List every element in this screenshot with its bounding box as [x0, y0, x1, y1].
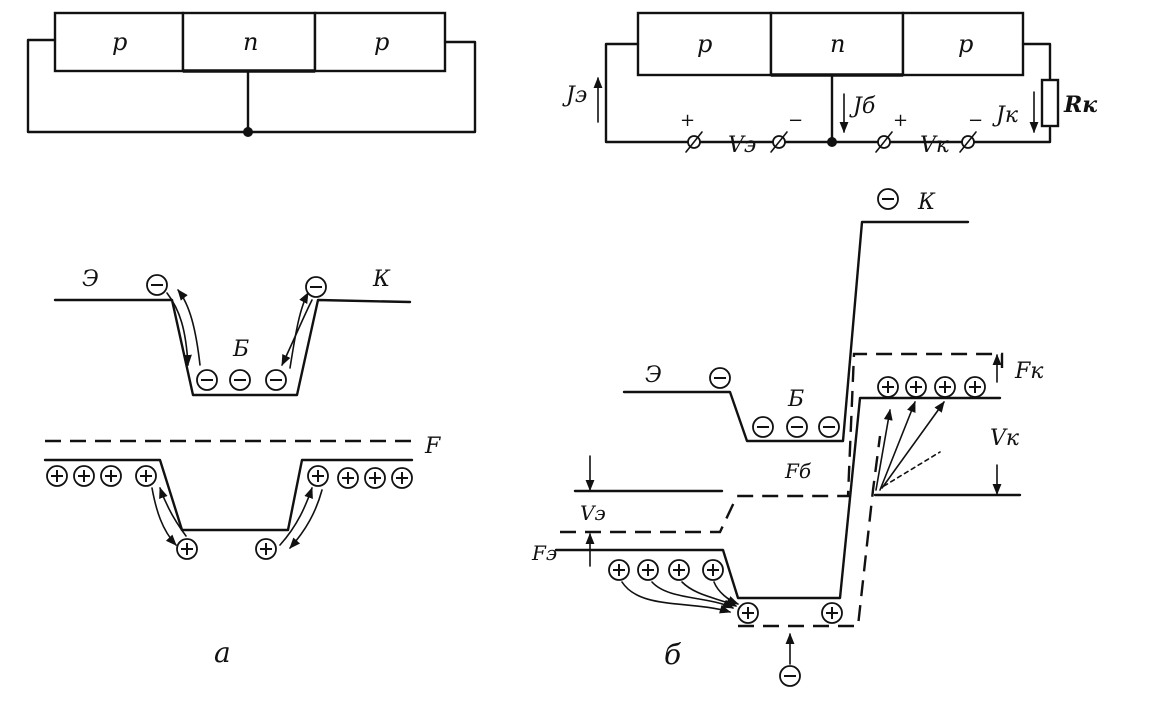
fermi-base-label: Fб [784, 459, 812, 483]
terminal-icon [770, 131, 788, 153]
fig-b-structure: p n p + − + − Vэ Vк Jэ Jб Jк Rк [562, 11, 1097, 158]
hole-icon [46, 465, 68, 487]
ve-level-label: Vэ [580, 501, 606, 525]
electron-icon [818, 416, 840, 438]
fig-a-layer-1: p [112, 28, 127, 56]
fig-b-emitter-label: Э [645, 363, 662, 388]
hole-icon [934, 376, 956, 398]
hole-icon [364, 467, 386, 489]
fig-b-fermi-base-dashed [560, 352, 1004, 534]
electron-icon [786, 416, 808, 438]
electron-icon [752, 416, 774, 438]
fig-a-bands: Э Б К F [43, 267, 441, 669]
fermi-collector-label: Fк [1014, 359, 1044, 384]
hole-icon [391, 467, 413, 489]
hole-icon [255, 538, 277, 560]
collector-plus-sign: + [893, 110, 908, 131]
fig-a-emitter-layer [53, 11, 185, 73]
fig-b-collector-wire [972, 126, 1052, 144]
hole-row-left [46, 465, 157, 487]
collector-voltage-label: Vк [920, 133, 950, 158]
terminal-icon [875, 131, 893, 153]
fig-a-valence-band [43, 458, 414, 532]
fig-b-emitter-wire [604, 42, 690, 144]
vk-level-label: Vк [990, 426, 1020, 451]
hole-icon [135, 465, 157, 487]
terminal-icon [959, 131, 977, 153]
fig-a-junction-dot [243, 127, 253, 137]
fig-b-collector-layer [901, 11, 1025, 77]
fig-b-conduction-band [622, 220, 970, 443]
hole-icon [637, 559, 659, 581]
fig-a-fermi-label: F [424, 434, 441, 459]
hole-row-emitter [608, 559, 724, 581]
electron-icon [779, 665, 801, 687]
fermi-emitter-label: Fэ [531, 541, 557, 565]
hole-icon [964, 376, 986, 398]
fig-a-collector-layer [313, 11, 447, 73]
hole-icon [100, 465, 122, 487]
hole-icon [877, 376, 899, 398]
fig-a-conduction-band [53, 298, 412, 397]
hole-icon [337, 467, 359, 489]
electron-icon [146, 274, 168, 296]
fig-a-caption: a [214, 636, 231, 669]
hole-icon [668, 559, 690, 581]
hole-row-right [307, 465, 413, 489]
fig-b-valence-band [554, 396, 1002, 600]
fig-a-collector-label: К [372, 267, 391, 292]
fig-a-base-label: Б [232, 337, 249, 362]
electron-icon [265, 369, 287, 391]
fig-b-layer-2: n [830, 30, 845, 58]
fig-b-collector-label: К [917, 190, 936, 215]
emitter-voltage-label: Vэ [728, 133, 756, 158]
hole-icon [73, 465, 95, 487]
electron-icon [877, 188, 899, 210]
fig-b-bands: Э Б К Fэ Fб Fк Vэ Vк [531, 188, 1044, 687]
load-resistor [1040, 78, 1060, 128]
fig-b-lower-dashed [738, 435, 882, 628]
load-resistor-label: Rк [1063, 92, 1097, 118]
hole-icon [702, 559, 724, 581]
hole-icon [608, 559, 630, 581]
hole-icon [176, 538, 198, 560]
fig-a-layer-3: p [374, 28, 389, 56]
fig-b-caption: б [664, 638, 682, 671]
fig-b-base-label: Б [787, 387, 804, 412]
fig-b-layer-1: p [697, 30, 712, 58]
fig-a-structure: p n p [26, 11, 477, 137]
fig-b-layer-3: p [958, 30, 973, 58]
base-current-label: Jб [849, 94, 876, 119]
emitter-current-label: Jэ [562, 83, 587, 108]
electron-icon [709, 367, 731, 389]
electron-icon [305, 276, 327, 298]
collector-current-label: Jк [992, 103, 1019, 128]
hole-icon [821, 602, 843, 624]
hole-icon [307, 465, 329, 487]
emitter-minus-sign: − [788, 110, 803, 131]
electron-icon [229, 369, 251, 391]
collector-minus-sign: − [968, 110, 983, 131]
fig-a-base-layer [181, 11, 317, 73]
hole-icon [737, 602, 759, 624]
fig-a-layer-2: n [243, 28, 258, 56]
fig-b-carrier-arrows [621, 400, 945, 614]
emitter-plus-sign: + [680, 110, 695, 131]
electron-icon [196, 369, 218, 391]
terminal-icon [685, 131, 703, 153]
fig-a-carrier-arrows [151, 289, 323, 549]
hole-row-collector [877, 376, 986, 398]
fig-a-emitter-label: Э [82, 267, 99, 292]
hole-icon [905, 376, 927, 398]
fig-b-junction-dot [827, 137, 837, 147]
fig-b-emitter-layer [636, 11, 773, 77]
